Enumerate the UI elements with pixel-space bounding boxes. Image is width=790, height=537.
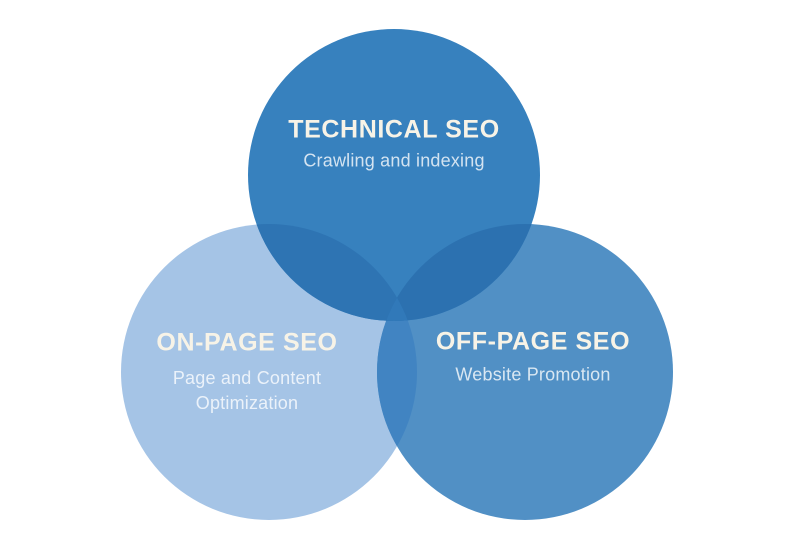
technical-seo-subtitle-line: Crawling and indexing xyxy=(303,150,485,171)
offpage-seo-title: OFF-PAGE SEO xyxy=(435,327,631,356)
onpage-seo-subtitle: Page and Content Optimization xyxy=(173,366,321,416)
onpage-seo-subtitle-line2: Optimization xyxy=(195,393,299,413)
technical-seo-title: TECHNICAL SEO xyxy=(288,115,500,144)
onpage-seo-title: ON-PAGE SEO xyxy=(156,328,338,357)
overlap-technical-offpage xyxy=(377,224,540,321)
technical-seo-subtitle: Crawling and indexing xyxy=(303,149,484,174)
offpage-seo-subtitle-line: Website Promotion xyxy=(455,364,611,385)
offpage-seo-subtitle: Website Promotion xyxy=(455,363,610,388)
onpage-seo-subtitle-line1: Page and Content xyxy=(172,368,322,388)
overlap-technical-onpage xyxy=(248,224,417,321)
